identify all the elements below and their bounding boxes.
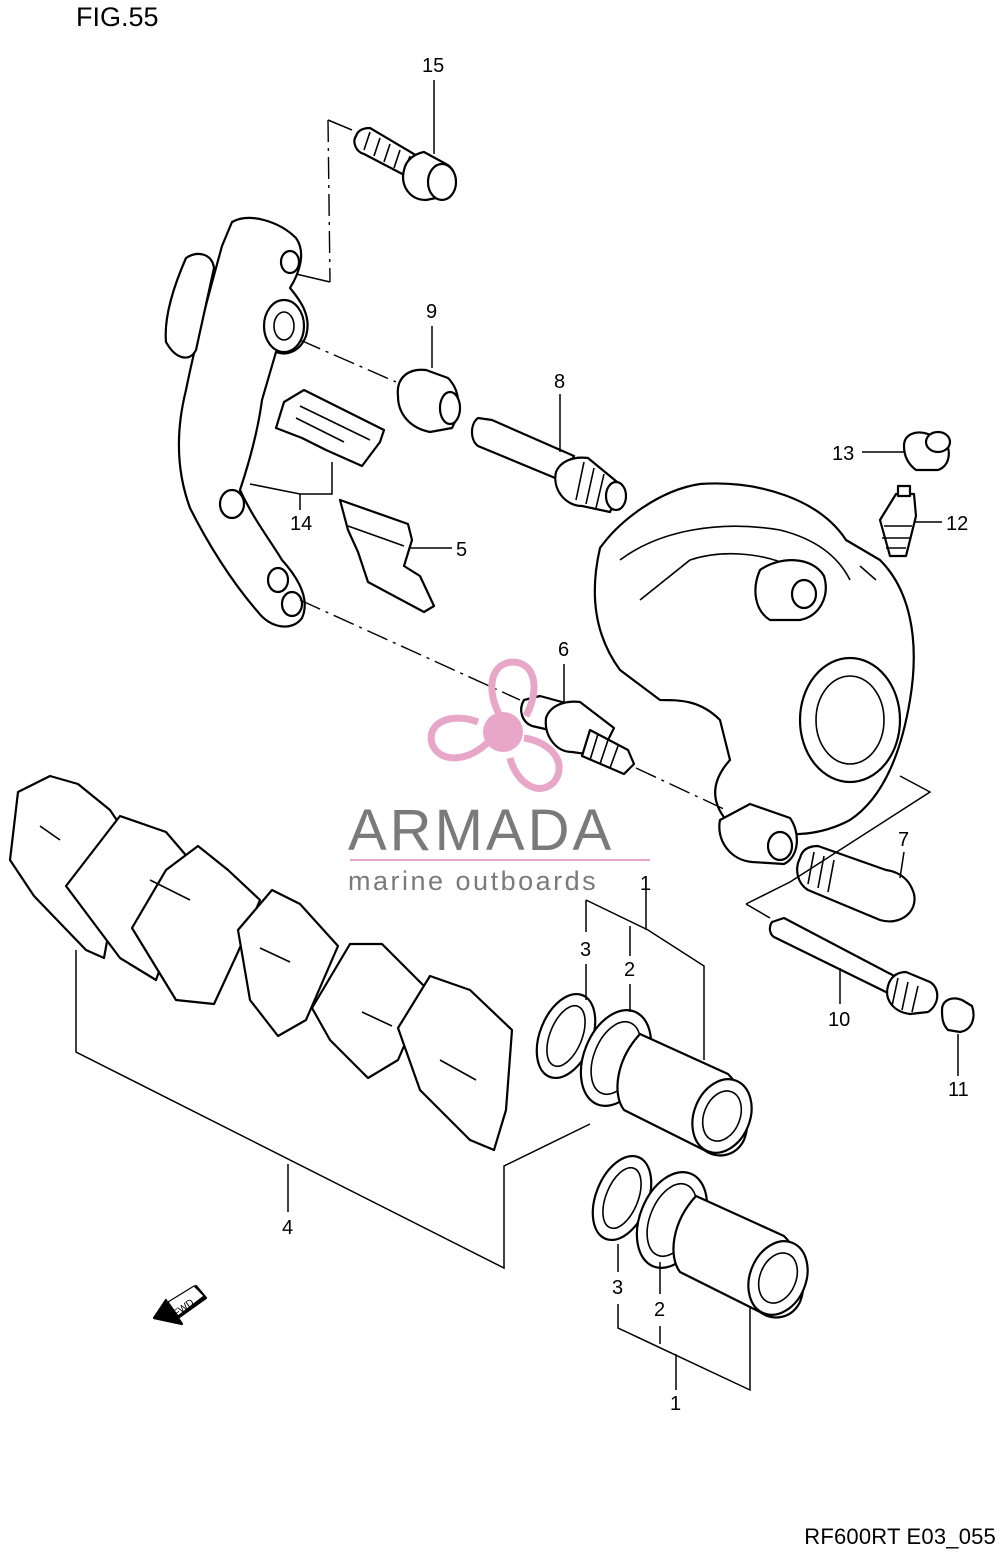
callout-1-upper: 1	[640, 873, 651, 895]
callout-1-lower: 1	[670, 1393, 681, 1415]
leader-lines	[75, 80, 959, 1392]
callout-2-lower: 2	[654, 1299, 665, 1321]
callout-3-lower: 3	[612, 1277, 623, 1299]
pin-7	[796, 844, 916, 923]
callout-15: 15	[422, 55, 444, 77]
callout-13: 13	[832, 443, 854, 465]
pin-10	[768, 916, 939, 1016]
drawing-code: RF600RT E03_055	[804, 1524, 996, 1549]
callout-5: 5	[456, 539, 467, 561]
fwd-arrow: FWD	[152, 1284, 208, 1326]
caliper-body	[593, 482, 915, 866]
brake-pads-4	[8, 774, 514, 1152]
shim-14	[274, 388, 386, 468]
watermark-tagline: marine outboards	[348, 866, 598, 896]
watermark-brand: ARMADA	[348, 798, 614, 863]
figure-title: FIG.55	[76, 2, 159, 32]
plug-11	[940, 997, 975, 1034]
callout-2-upper: 2	[624, 959, 635, 981]
center-lines	[299, 119, 727, 811]
callout-6: 6	[558, 639, 569, 661]
callout-7: 7	[898, 829, 909, 851]
callout-10: 10	[828, 1009, 850, 1031]
cap-13	[902, 430, 952, 472]
caliper-bracket	[164, 217, 309, 628]
callout-9: 9	[426, 301, 437, 323]
callout-4: 4	[282, 1217, 293, 1239]
callout-3-upper: 3	[580, 939, 591, 961]
bolt-15	[353, 126, 458, 202]
propeller-logo-icon	[427, 658, 563, 792]
bolt-6	[520, 694, 636, 776]
callout-14: 14	[290, 513, 312, 535]
spring-5	[338, 498, 436, 614]
piston-kit-upper	[535, 992, 753, 1157]
callout-11: 11	[948, 1079, 969, 1101]
armada-watermark: ARMADA marine outboards	[348, 658, 650, 896]
pin-8	[470, 416, 628, 514]
piston-kit-lower	[591, 1154, 809, 1319]
callout-12: 12	[946, 513, 968, 535]
boot-9	[396, 368, 462, 434]
callouts: 15 9 8 13 12 14 5 6 7 1 3 2 10 11 4 3 2 …	[282, 55, 969, 1415]
callout-8: 8	[554, 371, 565, 393]
bleeder-12	[878, 484, 918, 558]
